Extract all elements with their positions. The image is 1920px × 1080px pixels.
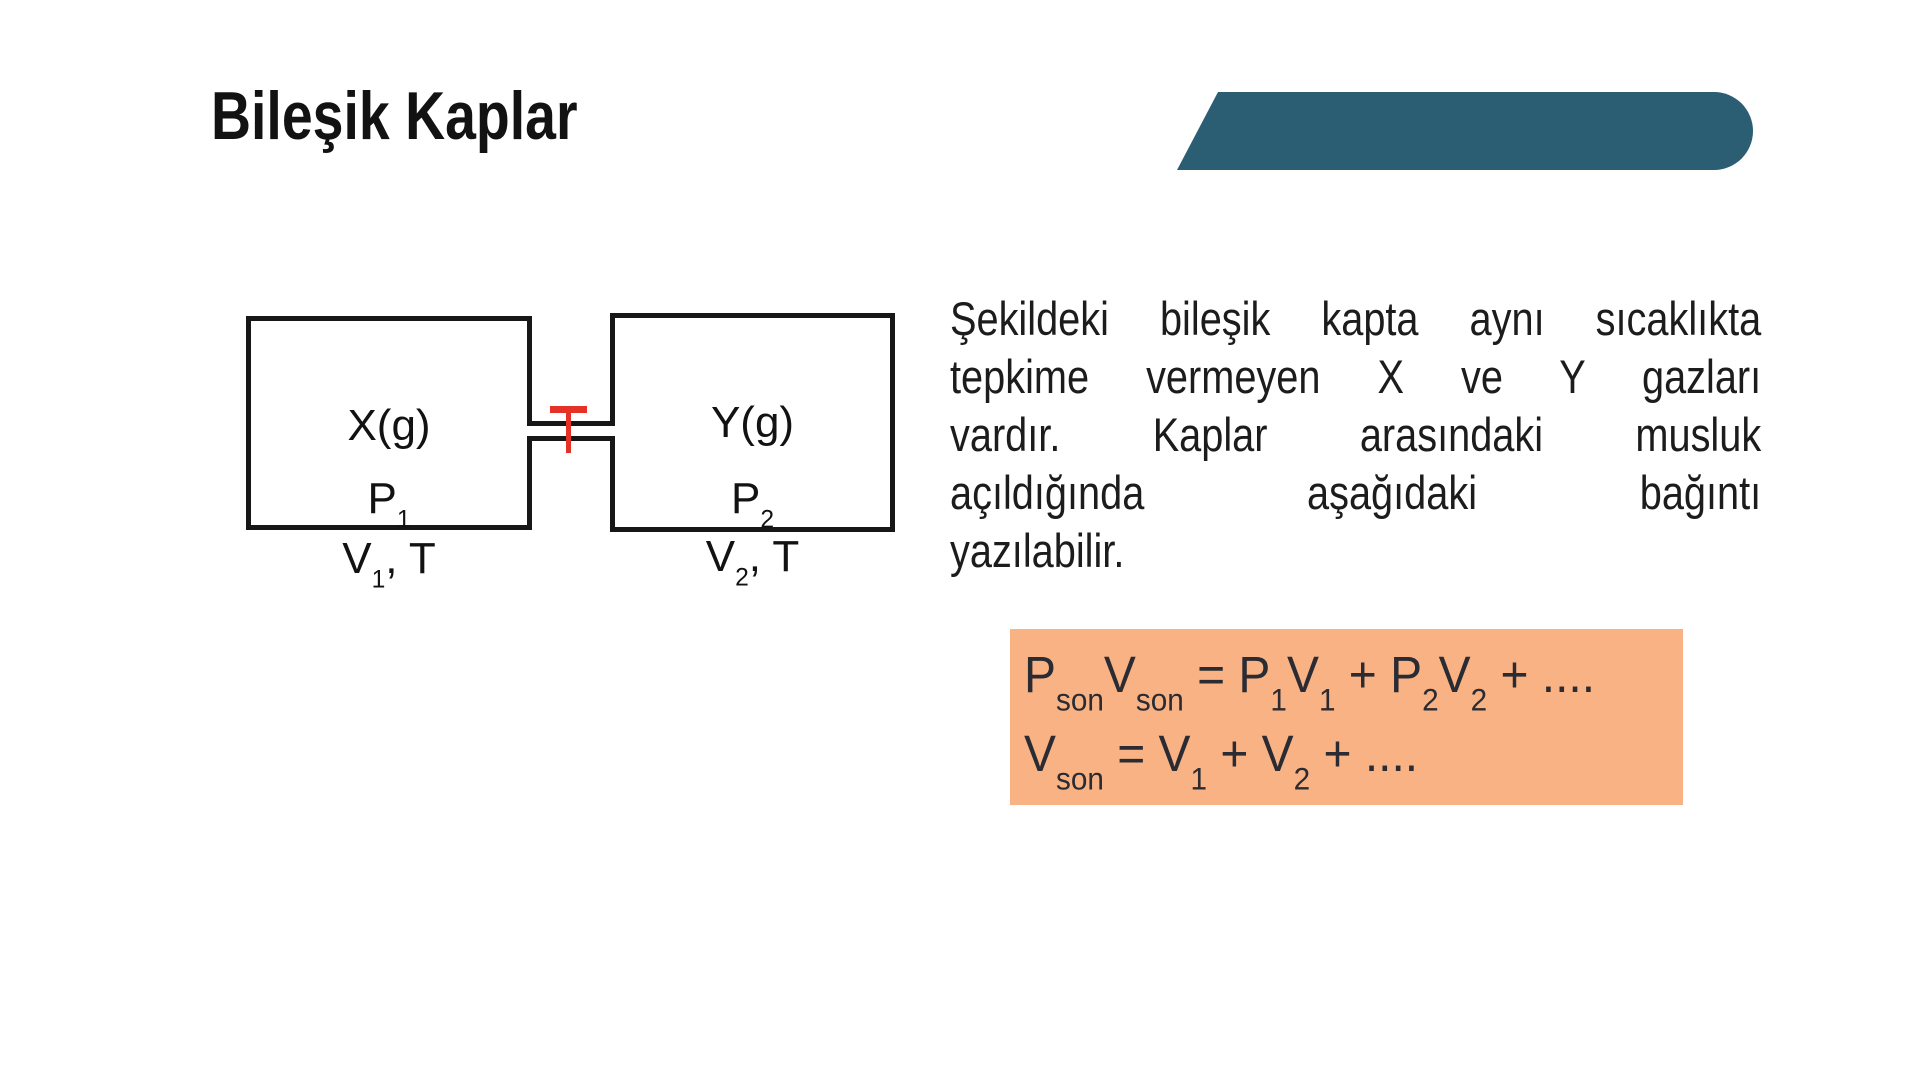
volume-x-label: V1, T (342, 534, 436, 594)
text-line: yazılabilir. (950, 524, 1125, 577)
tube-opening (525, 426, 617, 436)
text-line: vardır. Kaplar arasındaki musluk (950, 408, 1762, 461)
gas-y-label: Y(g) (710, 398, 795, 447)
subscript: 1 (371, 566, 386, 594)
page-title: Bileşik Kaplar (211, 78, 578, 154)
pressure-y-label: P2 (730, 474, 775, 534)
subscript: 1 (1318, 681, 1336, 718)
gas-x-label: X(g) (347, 401, 431, 450)
subscript: son (1055, 681, 1104, 718)
subscript: 1 (1270, 681, 1287, 718)
subscript: 2 (760, 506, 775, 534)
tube-bottom-wall (527, 436, 615, 441)
subscript: 1 (1190, 760, 1208, 797)
formula-line-1: PsonVson = P1V1 + P2V2 + .... (1024, 646, 1596, 718)
container-x-box (246, 316, 532, 530)
volume-y-label: V2, T (705, 532, 800, 592)
formula-box: PsonVson = P1V1 + P2V2 + .... Vson = V1 … (1010, 629, 1683, 805)
subscript: 2 (1470, 681, 1488, 718)
subscript: son (1135, 681, 1184, 718)
subscript: son (1055, 760, 1104, 797)
formula-line-2: Vson = V1 + V2 + .... (1024, 725, 1419, 797)
pressure-x-label: P1 (367, 474, 411, 534)
text-line: açıldığında aşağıdaki bağıntı (950, 466, 1762, 519)
text-line: Şekildeki bileşik kapta aynı sıcaklıkta (950, 292, 1762, 345)
valve-icon (566, 407, 571, 453)
title-banner-shape (1177, 92, 1753, 170)
subscript: 2 (1293, 760, 1311, 797)
subscript: 2 (735, 564, 749, 592)
subscript: 1 (396, 506, 411, 534)
subscript: 2 (1422, 681, 1439, 718)
text-line: tepkime vermeyen X ve Y gazları (950, 350, 1762, 403)
tube-top-wall (527, 421, 615, 426)
valve-handle-icon (550, 406, 587, 413)
banner-parallelogram (1177, 92, 1753, 170)
